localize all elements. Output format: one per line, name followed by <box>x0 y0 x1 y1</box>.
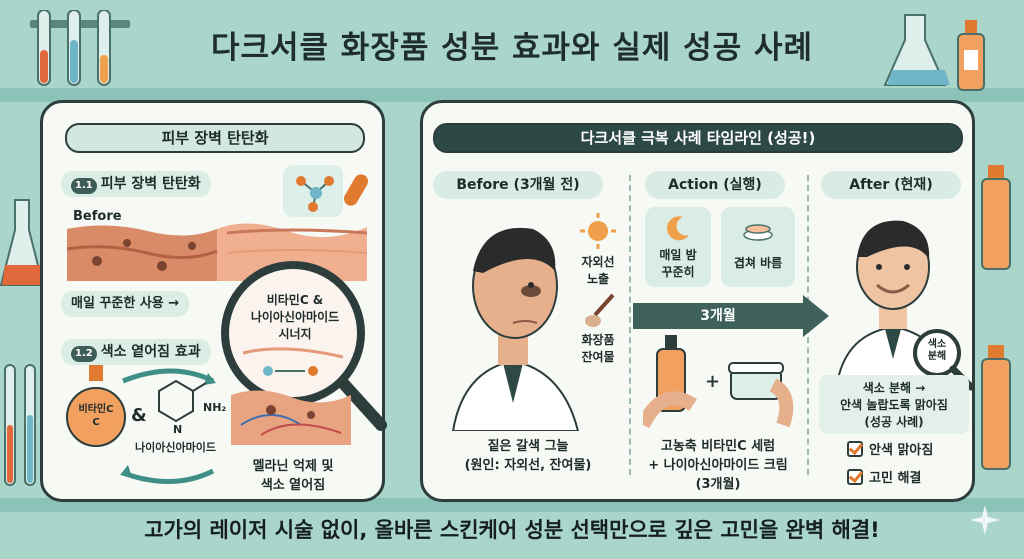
before-column-title: Before (3개월 전) <box>433 171 603 199</box>
vitamin-c-bottle-icon <box>66 365 126 447</box>
makeup-brush-icon <box>585 293 615 327</box>
check-complexion: 안색 맑아짐 <box>847 439 933 458</box>
column-divider-1 <box>629 175 631 475</box>
background-shelf-top <box>0 88 1024 102</box>
niacinamide-structure-icon <box>158 379 207 423</box>
sun-icon <box>580 213 616 249</box>
before-label: Before <box>73 209 122 224</box>
test-tubes-illustration <box>30 10 130 86</box>
uv-exposure-label: 자외선 노출 <box>581 255 615 286</box>
after-caption: 색소 분해 → 안색 놀랍도록 맑아짐 (성공 사례) <box>819 375 969 434</box>
section-number-badge: 1.1 <box>71 178 97 194</box>
after-column-title: After (현재) <box>821 171 961 199</box>
circular-arrows-icon <box>120 368 216 484</box>
serum-and-cream-illustration: + <box>643 335 794 429</box>
layering-tile: 겹쳐 바름 <box>721 207 795 287</box>
success-timeline-panel: 다크서클 극복 사례 타임라인 (성공!) Before (3개월 전) Act… <box>420 100 975 502</box>
residue-label: 화장품 잔여물 <box>581 333 615 364</box>
daily-use-label: 매일 꾸준한 사용 → <box>61 291 190 317</box>
svg-text:+: + <box>705 371 720 392</box>
left-shelf-tubes-illustration <box>4 364 36 486</box>
tired-man-illustration <box>451 227 580 431</box>
melanin-text: 멜라닌 억제 및 색소 옅어짐 <box>252 459 334 493</box>
section-barrier-text: 피부 장벽 탄탄화 <box>100 176 201 192</box>
action-column-title: Action (실행) <box>645 171 785 199</box>
section-number-badge: 1.2 <box>71 346 97 362</box>
left-shelf-flask-illustration <box>0 199 45 286</box>
action-caption: 고농축 비타민C 세럼 + 나이아신아마이드 크림 (3개월) <box>648 439 788 492</box>
before-caption: 짙은 갈색 그늘 (원인: 자외선, 잔여물) <box>464 439 592 473</box>
checkbox-icon <box>847 440 863 457</box>
molecule-icon <box>283 165 368 217</box>
footer-slogan: 고가의 레이저 시술 없이, 올바른 스킨케어 성분 선택만으로 깊은 고민을 … <box>144 518 880 542</box>
synergy-text: 비타민C & 나이아신아마이드 시너지 <box>250 293 340 341</box>
ampersand-text: & <box>131 405 147 426</box>
left-panel-header: 피부 장벽 탄탄화 <box>65 123 365 153</box>
melanin-skin-illustration <box>231 390 351 445</box>
sparkle-icon <box>970 505 1000 535</box>
moon-icon <box>667 216 689 241</box>
section-pigment-text: 색소 옅어짐 효과 <box>100 344 201 360</box>
niacinamide-label: 나이아신아마이드 <box>135 441 216 454</box>
nitrogen-label: N <box>173 423 183 436</box>
check-solved: 고민 해결 <box>847 467 921 486</box>
right-shelf-bottles-illustration <box>981 165 1011 470</box>
night-routine-tile: 매일 밤 꾸준히 <box>645 207 711 287</box>
three-months-arrow-tip <box>803 295 829 337</box>
vitamin-c-bottle-label: 비타민C C <box>78 404 114 428</box>
page-title: 다크서클 화장품 성분 효과와 실제 성공 사례 <box>210 30 814 66</box>
checkbox-icon <box>847 468 863 485</box>
cream-layers-icon <box>743 224 773 241</box>
three-months-arrow: 3개월 <box>633 303 803 329</box>
nh2-label: NH₂ <box>203 401 227 414</box>
pigment-breakdown-magnifier-text: 색소 분해 <box>927 339 947 362</box>
magnifier-skin-illustration <box>221 261 387 431</box>
flask-illustration <box>883 14 985 91</box>
right-panel-header: 다크서클 극복 사례 타임라인 (성공!) <box>433 123 963 153</box>
